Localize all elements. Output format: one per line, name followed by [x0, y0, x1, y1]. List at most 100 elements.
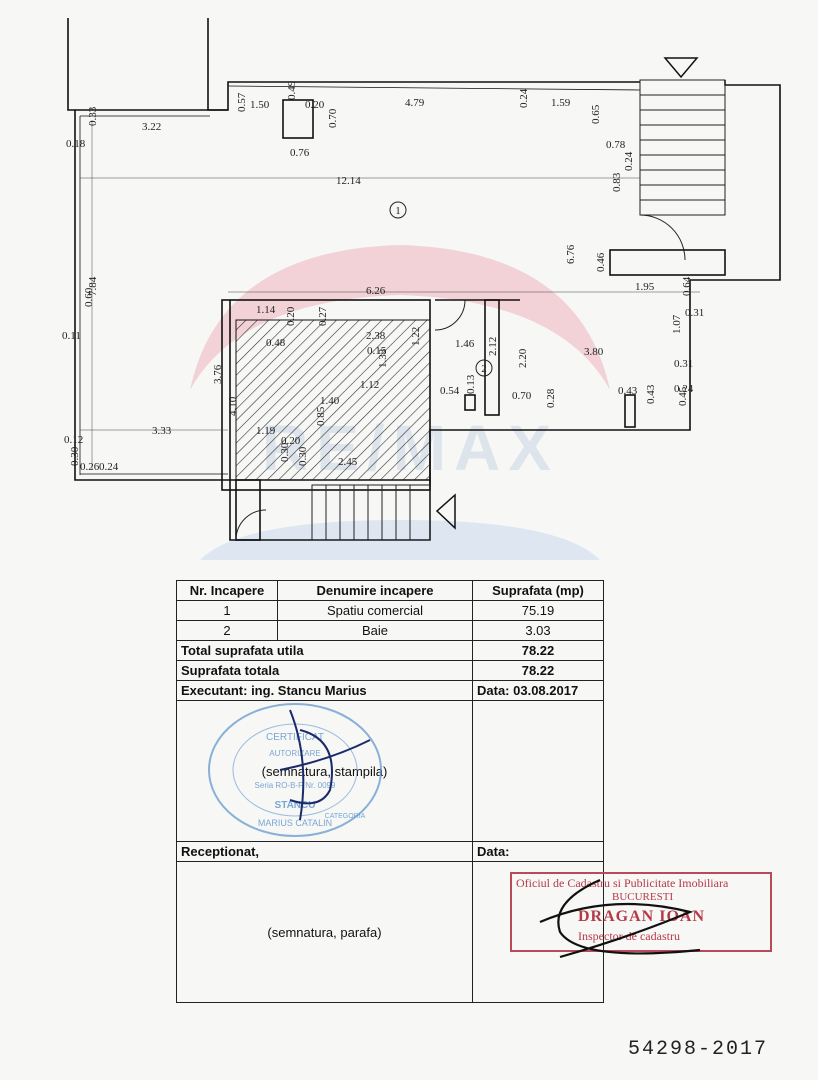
received-signature-row: (semnatura, parafa) — [176, 861, 604, 1003]
svg-text:0.43: 0.43 — [618, 385, 638, 397]
svg-text:1.33: 1.33 — [377, 348, 389, 368]
dimension-lines — [80, 120, 700, 470]
svg-text:1.12: 1.12 — [360, 379, 379, 391]
svg-text:0.24: 0.24 — [674, 383, 694, 395]
svg-text:0.20: 0.20 — [305, 99, 325, 111]
svg-text:0.30: 0.30 — [297, 446, 309, 466]
svg-text:1.95: 1.95 — [635, 281, 655, 293]
svg-text:0.15: 0.15 — [367, 345, 387, 357]
svg-text:0.78: 0.78 — [606, 139, 626, 151]
svg-text:1.46: 1.46 — [455, 338, 475, 350]
svg-text:0.48: 0.48 — [266, 337, 286, 349]
svg-text:0.70: 0.70 — [327, 108, 339, 128]
svg-text:0.24: 0.24 — [99, 461, 119, 473]
svg-text:0.76: 0.76 — [290, 147, 310, 159]
svg-text:0.13: 0.13 — [465, 374, 477, 394]
received-row: Receptionat, Data: — [176, 841, 604, 862]
total-useful-label: Total suprafata utila — [176, 640, 473, 661]
entrance-arrow-bottom — [435, 493, 456, 530]
received-note: (semnatura, parafa) — [176, 861, 473, 1003]
header-room-name: Denumire incapere — [277, 580, 473, 601]
room-marker-1: 1 — [389, 201, 407, 219]
entrance-arrow-top — [663, 57, 699, 79]
svg-text:0.11: 0.11 — [62, 330, 81, 342]
svg-text:2.45: 2.45 — [338, 456, 358, 468]
svg-text:0.20: 0.20 — [281, 435, 301, 447]
dimension-labels: 1.50 4.79 1.59 0.57 0.49 0.20 0.70 0.76 … — [62, 80, 704, 473]
stamp-city: BUCURESTI — [612, 891, 674, 903]
svg-text:1.59: 1.59 — [551, 97, 571, 109]
svg-text:0.85: 0.85 — [315, 406, 327, 426]
stairs-top-right — [639, 79, 726, 261]
svg-text:0.46: 0.46 — [595, 252, 607, 272]
svg-text:2.12: 2.12 — [487, 337, 499, 356]
room-number: 2 — [176, 620, 278, 641]
room-area: 3.03 — [472, 620, 604, 641]
svg-text:1.07: 1.07 — [671, 314, 683, 334]
svg-text:0.45: 0.45 — [677, 386, 689, 406]
svg-text:12.14: 12.14 — [336, 175, 361, 187]
svg-text:4.10: 4.10 — [227, 396, 239, 416]
received-empty-cell — [472, 861, 604, 1003]
svg-text:1.14: 1.14 — [256, 304, 276, 316]
room-area: 75.19 — [472, 600, 604, 621]
svg-text:0.49: 0.49 — [286, 80, 298, 100]
svg-text:0.24: 0.24 — [623, 151, 635, 171]
svg-text:2.38: 2.38 — [366, 330, 386, 342]
room-name: Spatiu comercial — [277, 600, 473, 621]
svg-text:0.28: 0.28 — [545, 388, 557, 408]
svg-text:0.12: 0.12 — [64, 434, 83, 446]
svg-text:3.22: 3.22 — [142, 121, 161, 133]
table-row: 1 Spatiu comercial 75.19 — [176, 600, 604, 621]
walls — [67, 18, 781, 541]
room-name: Baie — [277, 620, 473, 641]
svg-text:0.65: 0.65 — [590, 104, 602, 124]
svg-text:3.76: 3.76 — [212, 364, 224, 384]
svg-text:1.19: 1.19 — [256, 425, 276, 437]
svg-text:1.22: 1.22 — [410, 327, 422, 346]
svg-text:0.18: 0.18 — [66, 138, 86, 150]
svg-text:1.40: 1.40 — [320, 395, 340, 407]
executant-row: Executant: ing. Stancu Marius Data: 03.0… — [176, 680, 604, 701]
svg-text:3.80: 3.80 — [584, 346, 604, 358]
svg-text:0.33: 0.33 — [87, 106, 99, 126]
svg-text:0.20: 0.20 — [285, 306, 297, 326]
svg-text:0.60: 0.60 — [83, 287, 95, 307]
signature-row: (semnatura, stampila) — [176, 700, 604, 842]
svg-text:0.31: 0.31 — [674, 358, 693, 370]
svg-text:0.83: 0.83 — [611, 172, 623, 192]
svg-text:0.30: 0.30 — [69, 446, 81, 466]
floor-plan: RE/MAX — [62, 18, 781, 560]
svg-text:4.79: 4.79 — [405, 97, 425, 109]
svg-text:0.64: 0.64 — [681, 276, 693, 296]
header-room-number: Nr. Incapere — [176, 580, 278, 601]
svg-text:0.31: 0.31 — [685, 307, 704, 319]
svg-text:6.26: 6.26 — [366, 285, 386, 297]
total-useful-row: Total suprafata utila 78.22 — [176, 640, 604, 661]
table-row: 2 Baie 3.03 — [176, 620, 604, 641]
svg-text:3.33: 3.33 — [152, 425, 172, 437]
svg-text:0.43: 0.43 — [645, 384, 657, 404]
total-area-row: Suprafata totala 78.22 — [176, 660, 604, 681]
svg-text:1.50: 1.50 — [250, 99, 270, 111]
svg-text:6.76: 6.76 — [565, 244, 577, 264]
signature-note: (semnatura, stampila) — [176, 700, 473, 842]
svg-text:0.26: 0.26 — [80, 461, 100, 473]
document-number: 54298-2017 — [628, 1038, 769, 1061]
svg-text:0.30: 0.30 — [279, 442, 291, 462]
svg-text:0.57: 0.57 — [236, 92, 248, 112]
svg-text:0.70: 0.70 — [512, 390, 532, 402]
svg-text:2.20: 2.20 — [517, 348, 529, 368]
surface-table: Nr. Incapere Denumire incapere Suprafata… — [176, 580, 604, 1003]
executant-date: Data: 03.08.2017 — [472, 680, 604, 701]
svg-text:1: 1 — [395, 205, 401, 217]
signature-empty-cell — [472, 700, 604, 842]
svg-text:0.24: 0.24 — [518, 88, 530, 108]
svg-text:2: 2 — [481, 363, 487, 375]
total-useful-value: 78.22 — [472, 640, 604, 661]
received-date-label: Data: — [472, 841, 604, 862]
total-area-value: 78.22 — [472, 660, 604, 681]
header-area: Suprafata (mp) — [472, 580, 604, 601]
room-marker-2: 2 — [475, 359, 493, 377]
room-number: 1 — [176, 600, 278, 621]
